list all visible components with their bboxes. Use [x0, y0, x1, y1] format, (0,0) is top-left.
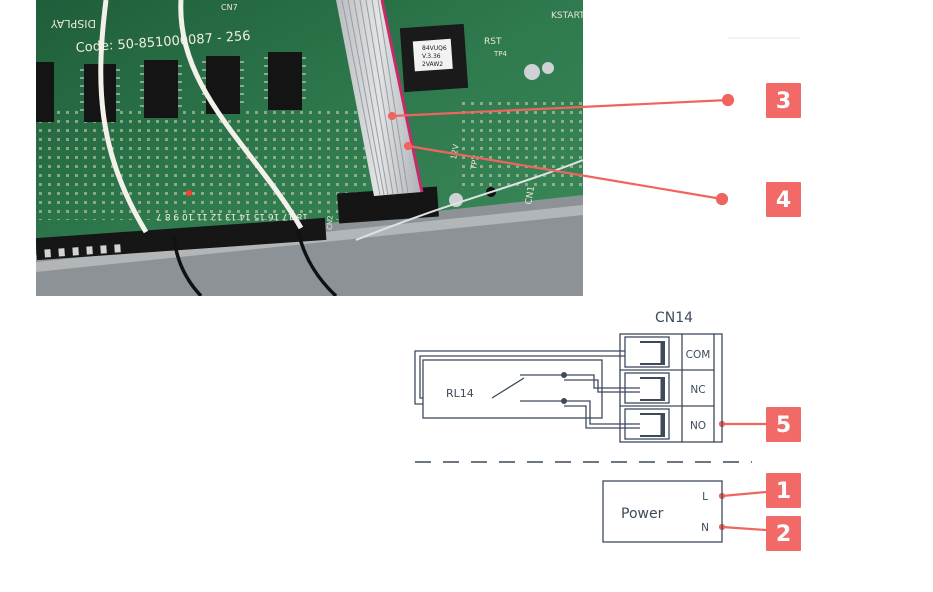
display-silk-label: DISPLAY — [51, 17, 96, 30]
cn7-silk-label: CN7 — [221, 3, 238, 12]
leader-dot-3-end — [721, 93, 735, 107]
terminal-no-label: NO — [690, 420, 706, 432]
power-terminal-n: N — [701, 522, 709, 534]
cn1-silk-label: CN1 — [524, 185, 537, 205]
terminal-nc-label: NC — [690, 384, 705, 396]
callout-badge-3: 3 — [766, 83, 801, 118]
terminal-com-label: COM — [686, 349, 711, 361]
connector-number-strip: 18 17 16 15 14 13 12 11 10 9 8 7 — [156, 211, 308, 221]
chip-line-3: 2VAW2 — [422, 61, 443, 68]
power-terminal-l: L — [702, 491, 708, 503]
relay-switch-arm — [491, 377, 525, 399]
svg-text:1: 1 — [776, 479, 791, 504]
tp2-silk-label: TP2 — [469, 154, 481, 171]
chip-line-2: V.3.36 — [422, 53, 441, 60]
power-box — [602, 480, 723, 543]
leader-dot-4-end — [715, 192, 729, 206]
callout-badge-4: 4 — [766, 182, 801, 217]
leader-line-3 — [391, 98, 729, 118]
leader-line-2 — [721, 525, 767, 532]
leader-line-1 — [721, 490, 767, 498]
callout-badge-1: 1 — [766, 473, 801, 508]
relay-schematic — [414, 333, 752, 543]
tp4-silk-label: TP4 — [493, 50, 507, 58]
svg-text:5: 5 — [776, 413, 791, 438]
cn14-title: CN14 — [655, 310, 693, 326]
leader-dot-4-start — [403, 141, 413, 151]
relay-rl14-box — [422, 359, 603, 419]
leader-dot-3-start — [387, 111, 397, 121]
chip-line-1: 84VUQ6 — [422, 45, 447, 52]
relay-contact-dots — [561, 372, 567, 404]
svg-text:3: 3 — [776, 89, 791, 114]
cn2-silk-label: CN2 — [326, 215, 335, 230]
callout-badge-2: 2 — [766, 516, 801, 551]
12v-silk-label: 12V — [449, 143, 461, 160]
rst-silk-label: RST — [484, 37, 502, 47]
power-label: Power — [621, 506, 664, 522]
svg-text:2: 2 — [776, 522, 791, 547]
pcb-photo: DISPLAY CN7 Code: 50-851000087 - 256 84V… — [36, 0, 583, 296]
leader-line-4 — [407, 144, 723, 201]
svg-text:4: 4 — [776, 188, 791, 213]
callout-badge-5: 5 — [766, 407, 801, 442]
terminal-com-socket — [624, 336, 670, 368]
kstart-silk-label: KSTART — [551, 11, 583, 21]
relay-label: RL14 — [446, 387, 474, 400]
